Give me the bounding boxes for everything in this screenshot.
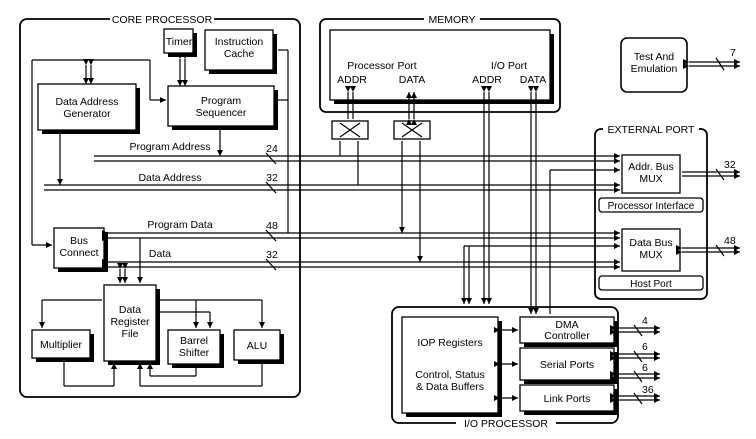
proc-addr-label: ADDR <box>337 74 367 86</box>
test-emulation-block: Test And Emulation <box>620 37 688 93</box>
bus-connect-label-1: Bus <box>70 235 88 247</box>
register-file-label-2: Register <box>110 316 150 328</box>
serial-b-pin-width: 6 <box>642 362 648 374</box>
io-processor-title: I/O PROCESSOR <box>464 418 548 430</box>
data-bus-width: 32 <box>266 249 278 261</box>
shifter-label-2: Shifter <box>179 347 210 359</box>
data-bus-label: Data <box>149 248 171 260</box>
timer-label: Timer <box>166 36 193 48</box>
memory-title: MEMORY <box>428 14 475 26</box>
dma-controller-block: DMA Controller <box>519 316 618 347</box>
instruction-cache-label-1: Instruction <box>215 36 264 48</box>
host-port-box: Host Port <box>598 275 704 291</box>
dma-pin-width: 4 <box>642 315 648 327</box>
program-sequencer-block: Program Sequencer <box>167 85 278 130</box>
shifter-label-1: Barrel <box>180 335 208 347</box>
addr-mux-label-2: MUX <box>639 173 662 185</box>
dma-label-1: DMA <box>555 319 578 331</box>
processor-interface-label: Processor Interface <box>608 201 695 212</box>
core-processor-title: CORE PROCESSOR <box>112 14 213 26</box>
instruction-cache-label-2: Cache <box>224 48 255 60</box>
timer-block: Timer <box>163 28 197 57</box>
pin-width-labels: 7 32 48 4 6 6 36 <box>633 47 736 405</box>
memory-section: MEMORY Processor Port I/O Port ADDR DATA… <box>319 12 561 113</box>
io-addr-label: ADDR <box>472 74 502 86</box>
data-mux-label-1: Data Bus <box>629 237 672 249</box>
sequencer-label-2: Sequencer <box>196 107 247 119</box>
multiplier-label: Multiplier <box>40 339 83 351</box>
program-address-width: 24 <box>266 143 278 155</box>
dag-label-2: Generator <box>63 108 111 120</box>
multiplier-block: Multiplier <box>31 329 94 362</box>
data-switch <box>393 120 431 140</box>
dma-label-2: Controller <box>544 330 590 342</box>
program-data-label: Program Data <box>147 219 213 231</box>
instruction-cache-block: Instruction Cache <box>204 29 277 74</box>
bus-lines: Program Address 24 Data Address 32 Progr… <box>31 49 740 403</box>
sequencer-label-1: Program <box>201 95 242 107</box>
test-label-1: Test And <box>634 51 674 63</box>
program-data-width: 48 <box>266 220 278 232</box>
control-status-label-2: & Data Buffers <box>416 381 484 393</box>
iop-registers-label: IOP Registers <box>417 337 482 349</box>
test-label-2: Emulation <box>631 63 678 75</box>
io-port-label: I/O Port <box>491 60 527 72</box>
data-mux-label-2: MUX <box>639 249 662 261</box>
alu-label: ALU <box>247 340 267 352</box>
serial-ports-block: Serial Ports <box>519 347 618 384</box>
data-mux-pin-width: 48 <box>724 235 736 247</box>
addr-mux-label-1: Addr. Bus <box>628 161 674 173</box>
link-ports-block: Link Ports <box>519 384 618 415</box>
register-file-label-1: Data <box>119 304 141 316</box>
control-status-label-1: Control, Status <box>415 369 484 381</box>
data-address-generator-block: Data Address Generator <box>37 83 140 134</box>
data-address-label: Data Address <box>138 172 201 184</box>
data-address-width: 32 <box>266 172 278 184</box>
data-register-file-block: Data Register File <box>103 284 160 365</box>
link-ports-label: Link Ports <box>544 393 591 405</box>
host-port-label: Host Port <box>630 279 672 290</box>
io-data-label: DATA <box>520 74 546 86</box>
iop-registers-block: IOP Registers Control, Status & Data Buf… <box>401 316 502 417</box>
bus-connect-label-2: Connect <box>59 247 98 259</box>
addr-mux-pin-width: 32 <box>724 159 736 171</box>
processor-port-label: Processor Port <box>347 60 417 72</box>
data-bus-mux-block: Data Bus MUX <box>621 228 681 272</box>
program-address-label: Program Address <box>129 141 210 153</box>
external-port-title: EXTERNAL PORT <box>608 124 696 136</box>
bus-connect-block: Bus Connect <box>53 227 108 272</box>
addr-bus-mux-block: Addr. Bus MUX <box>621 154 681 194</box>
dag-label-1: Data Address <box>55 96 118 108</box>
register-file-label-3: File <box>122 328 139 340</box>
test-pin-width: 7 <box>730 47 736 59</box>
processor-interface-box: Processor Interface <box>598 197 704 213</box>
link-pin-width: 36 <box>642 384 654 396</box>
barrel-shifter-block: Barrel Shifter <box>167 329 224 368</box>
serial-a-pin-width: 6 <box>642 341 648 353</box>
address-switch <box>331 120 369 140</box>
serial-ports-label: Serial Ports <box>540 359 594 371</box>
alu-block: ALU <box>233 329 284 364</box>
proc-data-label: DATA <box>399 74 425 86</box>
